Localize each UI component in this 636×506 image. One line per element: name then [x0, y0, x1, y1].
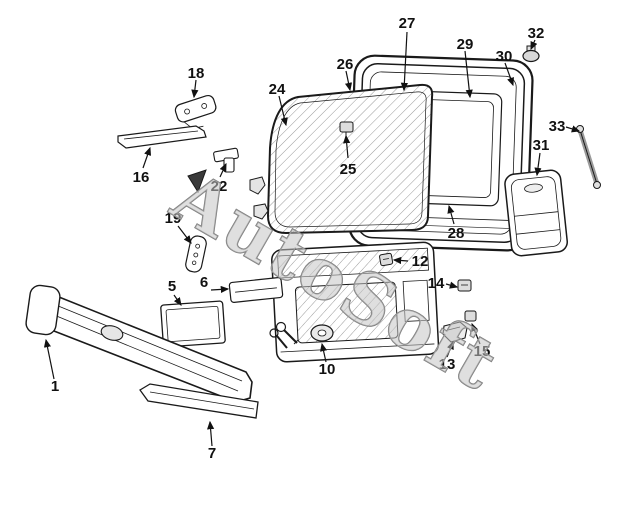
callout-12: 12 [412, 253, 429, 270]
gas-strut [576, 125, 601, 189]
panel-clip-15 [464, 310, 477, 322]
lock-cylinder [310, 324, 334, 342]
callout-16: 16 [133, 169, 150, 186]
panel-clip-14 [457, 279, 472, 292]
keys [269, 321, 299, 349]
callout-27: 27 [399, 15, 416, 32]
callout-24: 24 [269, 81, 286, 98]
callout-32: 32 [528, 25, 545, 42]
callout-13: 13 [439, 356, 456, 373]
callouts: 27 32 29 30 26 18 24 33 31 25 16 22 19 2… [51, 15, 566, 462]
callout-22: 22 [211, 178, 228, 195]
glass-edge-clips [249, 176, 269, 220]
glass-clip [339, 121, 354, 133]
molding-strip-16 [117, 125, 207, 149]
bumper-strip-7 [139, 383, 259, 419]
lower-trim-panel [504, 169, 568, 257]
callout-29: 29 [457, 36, 474, 53]
callout-30: 30 [496, 48, 513, 65]
leader-lines [43, 31, 581, 447]
strip-19 [185, 235, 207, 273]
panel-bracket-13 [442, 321, 468, 343]
callout-28: 28 [448, 225, 465, 242]
callout-1: 1 [51, 378, 59, 395]
bumper-end-cap [25, 284, 61, 336]
plate-5 [160, 300, 226, 348]
callout-25: 25 [340, 161, 357, 178]
callout-6: 6 [200, 274, 208, 291]
callout-10: 10 [319, 361, 336, 378]
plate-6 [228, 277, 284, 303]
callout-18: 18 [188, 65, 205, 82]
callout-33: 33 [549, 118, 566, 135]
callout-31: 31 [533, 137, 550, 154]
panel-clip-12 [379, 252, 394, 267]
callout-19: 19 [165, 210, 182, 227]
callout-15: 15 [474, 343, 491, 360]
callout-14: 14 [428, 275, 445, 292]
callout-7: 7 [208, 445, 216, 462]
callout-5: 5 [168, 278, 176, 295]
bumper-pad [100, 325, 124, 341]
callout-26: 26 [337, 56, 354, 73]
wedge-clip [187, 169, 207, 194]
rear-glass [266, 83, 434, 235]
